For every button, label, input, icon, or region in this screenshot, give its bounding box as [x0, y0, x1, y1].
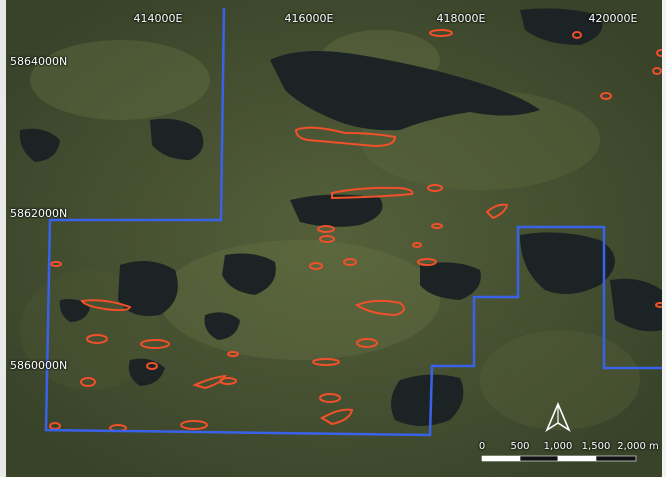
lake	[222, 253, 276, 295]
north-arrow-icon	[545, 402, 571, 433]
scale-segment	[557, 455, 597, 462]
target-outline	[227, 351, 239, 357]
scale-bar	[481, 455, 637, 462]
lake-north	[270, 51, 540, 131]
right-edge	[662, 0, 666, 477]
lake	[19, 128, 60, 162]
target-outline	[294, 126, 397, 148]
scale-label: 1,500	[581, 441, 611, 452]
easting-label: 420000E	[588, 12, 638, 25]
target-outline	[192, 374, 227, 390]
scale-label: 1,000	[543, 441, 573, 452]
easting-label: 414000E	[133, 12, 183, 25]
lake	[420, 262, 481, 300]
lake	[290, 194, 383, 227]
scale-segment	[595, 455, 637, 462]
target-outline	[80, 377, 96, 387]
target-outline	[317, 225, 335, 233]
scale-label: 500	[510, 441, 530, 452]
scale-segment	[481, 455, 521, 462]
target-outline	[417, 258, 437, 266]
target-outline	[319, 393, 341, 403]
target-outline	[356, 338, 378, 348]
target-outline	[319, 235, 335, 243]
lake-south	[391, 374, 464, 426]
target-outline	[354, 299, 405, 317]
scale-segment	[519, 455, 559, 462]
target-outline	[572, 31, 582, 39]
target-outline	[652, 67, 662, 75]
target-outline	[485, 203, 509, 220]
lake	[204, 312, 240, 340]
northing-label: 5860000N	[10, 359, 68, 372]
target-outline	[343, 258, 357, 266]
target-outline	[412, 242, 422, 248]
claim-boundary	[44, 7, 666, 437]
easting-label: 416000E	[284, 12, 334, 25]
target-outline	[427, 184, 443, 192]
target-outline	[600, 92, 612, 100]
lake	[59, 299, 90, 322]
target-outline	[146, 362, 158, 370]
left-edge	[0, 0, 6, 477]
target-outline	[180, 420, 208, 430]
target-outline	[50, 261, 62, 267]
northing-label: 5864000N	[10, 55, 68, 68]
target-outline	[312, 358, 340, 366]
target-outline	[219, 377, 237, 385]
scale-label: 0	[478, 441, 486, 452]
lake-east	[520, 232, 615, 294]
scale-label: 2,000 m	[617, 441, 659, 452]
target-outline	[320, 408, 354, 426]
target-outline	[86, 334, 108, 344]
lakes	[19, 8, 662, 426]
lake	[150, 118, 204, 160]
target-outline	[140, 339, 170, 349]
target-outline	[331, 186, 414, 200]
easting-label: 418000E	[436, 12, 486, 25]
target-outline	[429, 29, 453, 37]
lake	[118, 261, 178, 316]
target-outline	[309, 262, 323, 270]
lake	[610, 278, 662, 332]
target-outline	[80, 299, 132, 312]
target-zones	[49, 29, 666, 432]
target-outline	[431, 223, 443, 229]
northing-label: 5862000N	[10, 207, 68, 220]
